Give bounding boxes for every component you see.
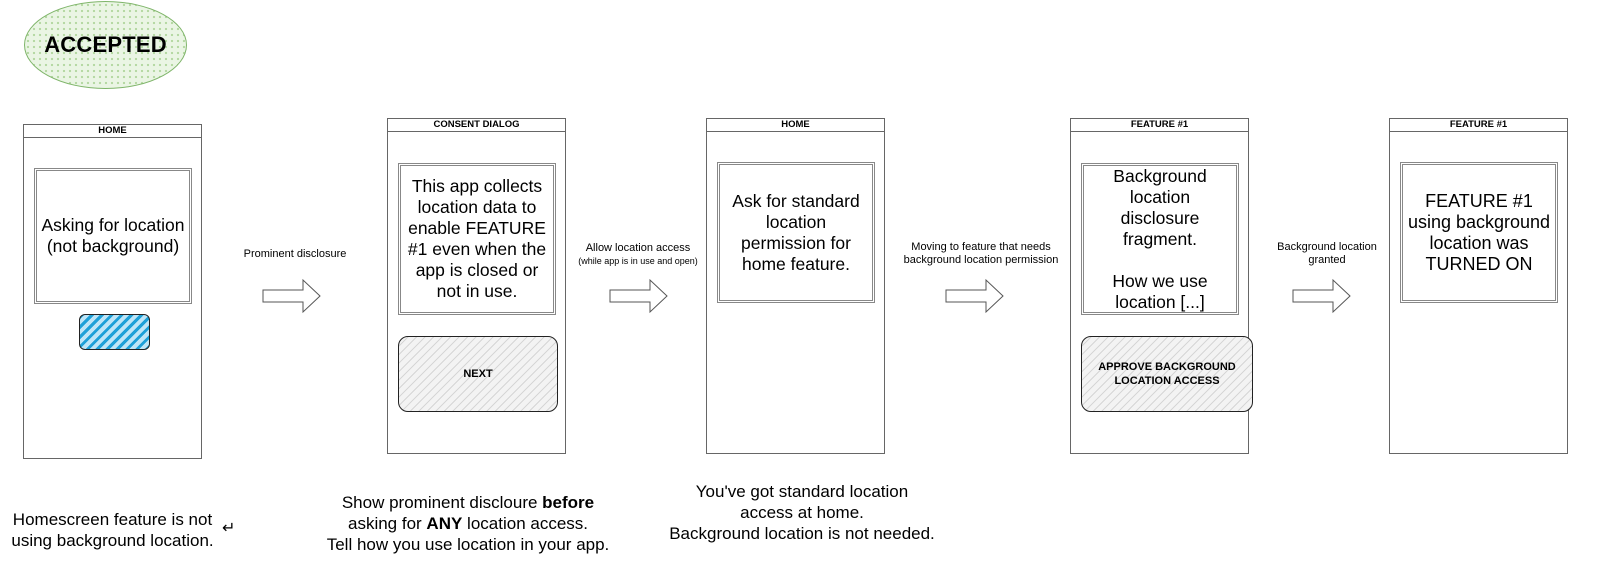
note-line: Background location is not needed.	[669, 524, 935, 543]
approve-background-location-button[interactable]: APPROVE BACKGROUND LOCATION ACCESS	[1081, 336, 1253, 412]
arrow-right-icon	[945, 278, 1004, 314]
arrow-right-icon	[262, 278, 321, 314]
screen-feature-1-on: FEATURE #1 FEATURE #1 using background l…	[1389, 118, 1568, 454]
screen-content: Asking for location (not background)	[34, 168, 192, 304]
transition-text: Prominent disclosure	[243, 248, 347, 260]
note-line: Homescreen feature is not	[12, 510, 213, 529]
screen-title: HOME	[707, 119, 884, 132]
accepted-badge: ACCEPTED	[24, 1, 187, 89]
note-consent: Show prominent discloure before asking f…	[303, 492, 633, 555]
screen-content: Ask for standard location permission for…	[717, 162, 875, 303]
screen-feature-1-disclosure: FEATURE #1 Background location disclosur…	[1070, 118, 1253, 454]
arrow-right-icon	[1292, 278, 1351, 314]
screen-title: CONSENT DIALOG	[388, 119, 565, 132]
note-line: using background location.	[11, 531, 214, 550]
transition-label-2: Allow location access (while app is in u…	[572, 242, 704, 268]
transition-label-4: Background location granted	[1272, 241, 1382, 267]
screen-content: This app collects location data to enabl…	[398, 163, 556, 315]
next-button[interactable]: NEXT	[398, 336, 558, 412]
transition-text: Background location granted	[1277, 241, 1377, 266]
note-home-screen: Homescreen feature is not using backgrou…	[0, 509, 225, 551]
transition-label-1: Prominent disclosure	[230, 248, 360, 261]
transition-text: Allow location access	[585, 242, 691, 254]
note-standard-location: You've got standard location access at h…	[652, 481, 952, 544]
return-icon: ↵	[222, 520, 236, 537]
screen-title: FEATURE #1	[1390, 119, 1567, 132]
screen-home-2: HOME Ask for standard location permissio…	[706, 118, 885, 454]
note-line: Tell how you use location in your app.	[326, 535, 610, 554]
screen-title: HOME	[24, 125, 201, 138]
screen-content: Background location disclosure fragment.…	[1081, 163, 1239, 315]
screen-title: FEATURE #1	[1071, 119, 1248, 132]
screen-home-1: HOME Asking for location (not background…	[23, 124, 202, 459]
note-line: You've got standard location	[695, 482, 909, 501]
note-line: asking for ANY location access.	[347, 514, 589, 533]
arrow-right-icon	[609, 278, 668, 314]
transition-text: Moving to feature that needs background …	[903, 241, 1059, 266]
badge-text: ACCEPTED	[44, 32, 167, 57]
request-location-button[interactable]	[79, 314, 150, 350]
note-line: Show prominent discloure before	[341, 493, 595, 512]
transition-subtext: (while app is in use and open)	[578, 256, 698, 266]
transition-label-3: Moving to feature that needs background …	[897, 241, 1065, 267]
note-line: access at home.	[740, 503, 864, 522]
screen-content: FEATURE #1 using background location was…	[1400, 162, 1558, 303]
screen-consent-dialog: CONSENT DIALOG This app collects locatio…	[387, 118, 566, 454]
